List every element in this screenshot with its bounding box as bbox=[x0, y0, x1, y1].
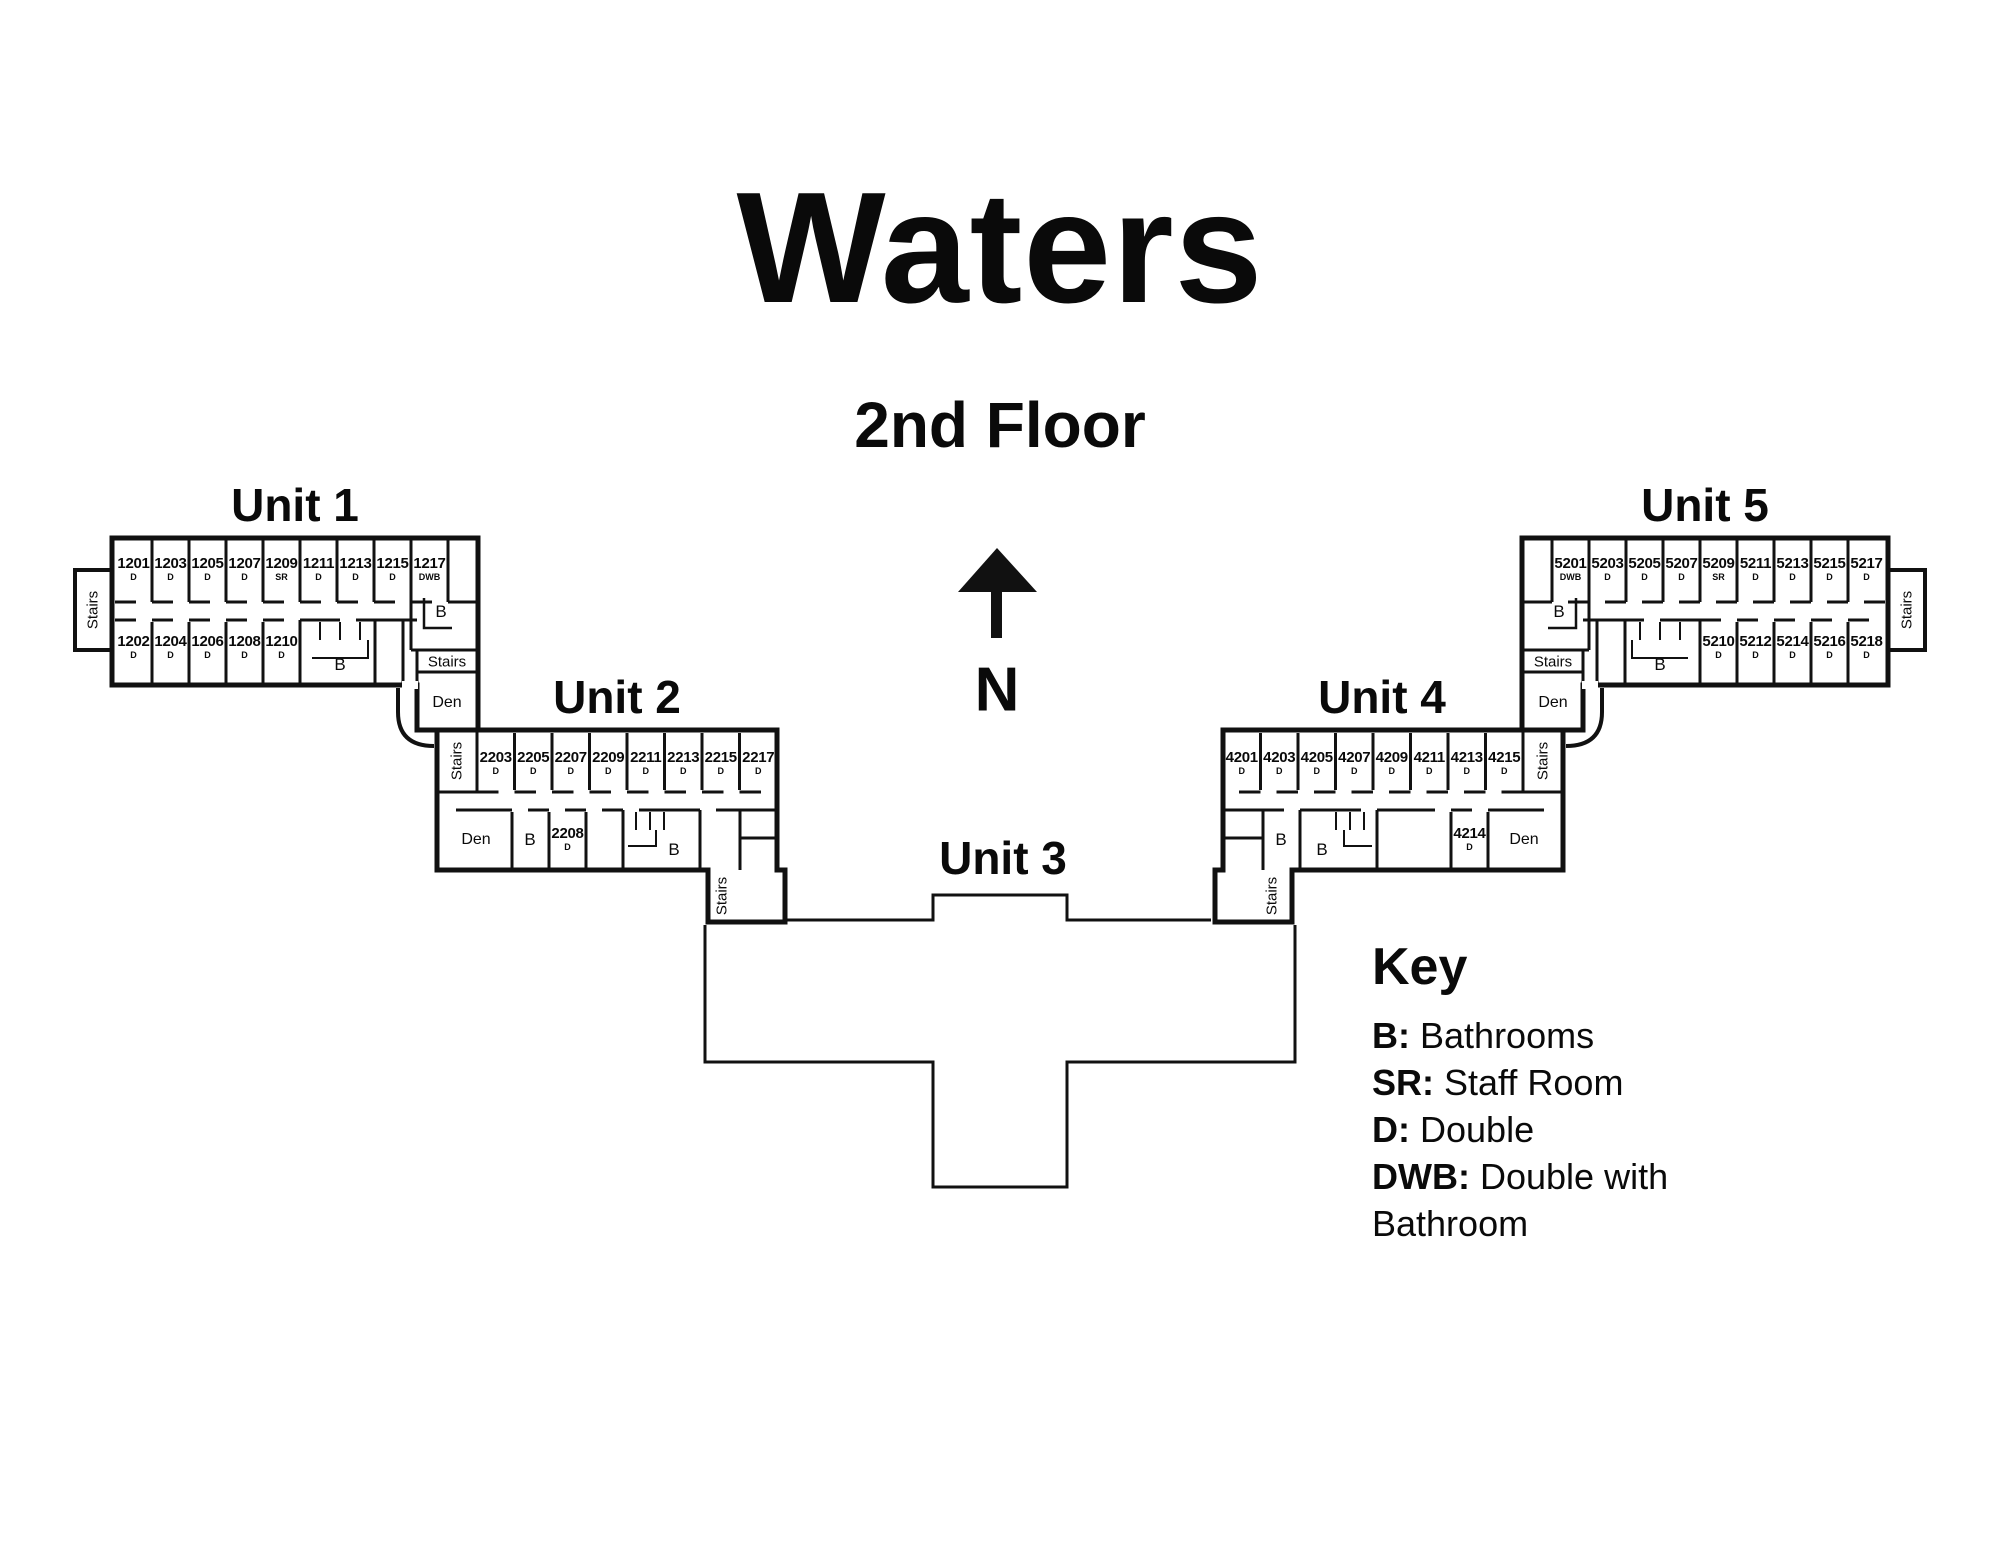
unit1-small-bathroom-label: B bbox=[435, 602, 447, 621]
unit4-bath-room-label: B bbox=[1275, 830, 1287, 849]
unit4-bathroom-label: B bbox=[1316, 840, 1328, 859]
unit4-den-label: Den bbox=[1509, 831, 1539, 848]
unit2-bathroom-label: B bbox=[668, 840, 680, 859]
unit5-junction-den-label: Den bbox=[1538, 694, 1568, 711]
unit5-label: Unit 5 bbox=[1641, 479, 1769, 531]
unit3-label: Unit 3 bbox=[939, 832, 1067, 884]
compass-north-label: N bbox=[974, 655, 1020, 725]
key-item-staff-room: SR: Staff Room bbox=[1372, 1062, 1624, 1103]
unit2-label: Unit 2 bbox=[553, 671, 681, 723]
unit1-junction-stairs-label: Stairs bbox=[427, 653, 467, 671]
key-item-double: D: Double bbox=[1372, 1109, 1535, 1150]
key-panel: Key B: Bathrooms SR: Staff Room D: Doubl… bbox=[1372, 938, 1734, 1247]
key-item-double-with-bathroom: DWB: Double with Bathroom bbox=[1372, 1156, 1669, 1244]
unit1-stairs-left-label: Stairs bbox=[84, 590, 102, 630]
unit2-stairs-top-label: Stairs bbox=[448, 741, 466, 781]
unit3-outline bbox=[703, 893, 1297, 1189]
unit4-stairs-top-label: Stairs bbox=[1534, 741, 1552, 781]
unit5-small-bathroom-label: B bbox=[1553, 602, 1565, 621]
unit4-walls bbox=[1212, 727, 1566, 925]
unit1-walls bbox=[73, 535, 481, 748]
unit5-walls bbox=[1519, 535, 1927, 748]
unit4-label: Unit 4 bbox=[1318, 671, 1446, 723]
unit5-bathroom-label: B bbox=[1654, 655, 1666, 674]
page-title: Waters bbox=[736, 160, 1264, 336]
unit2-stairs-bottom-label: Stairs bbox=[713, 876, 731, 916]
unit2-den-label: Den bbox=[461, 831, 491, 848]
unit5-junction-stairs-label: Stairs bbox=[1533, 653, 1573, 671]
unit5-stairs-right-label: Stairs bbox=[1898, 590, 1916, 630]
room-2208: 2208 D bbox=[551, 825, 584, 853]
page-subtitle: 2nd Floor bbox=[854, 389, 1146, 461]
unit2-bath-room-label: B bbox=[524, 830, 536, 849]
unit1-junction-den-label: Den bbox=[432, 694, 462, 711]
key-heading: Key bbox=[1372, 938, 1468, 996]
unit1-bathroom-label: B bbox=[334, 655, 346, 674]
key-item-bathrooms: B: Bathrooms bbox=[1372, 1015, 1595, 1056]
room-4214: 4214 D bbox=[1453, 825, 1486, 853]
unit1-label: Unit 1 bbox=[231, 479, 359, 531]
unit2-walls bbox=[434, 727, 788, 925]
north-arrow-icon bbox=[958, 548, 1037, 638]
unit4-stairs-bottom-label: Stairs bbox=[1263, 876, 1281, 916]
